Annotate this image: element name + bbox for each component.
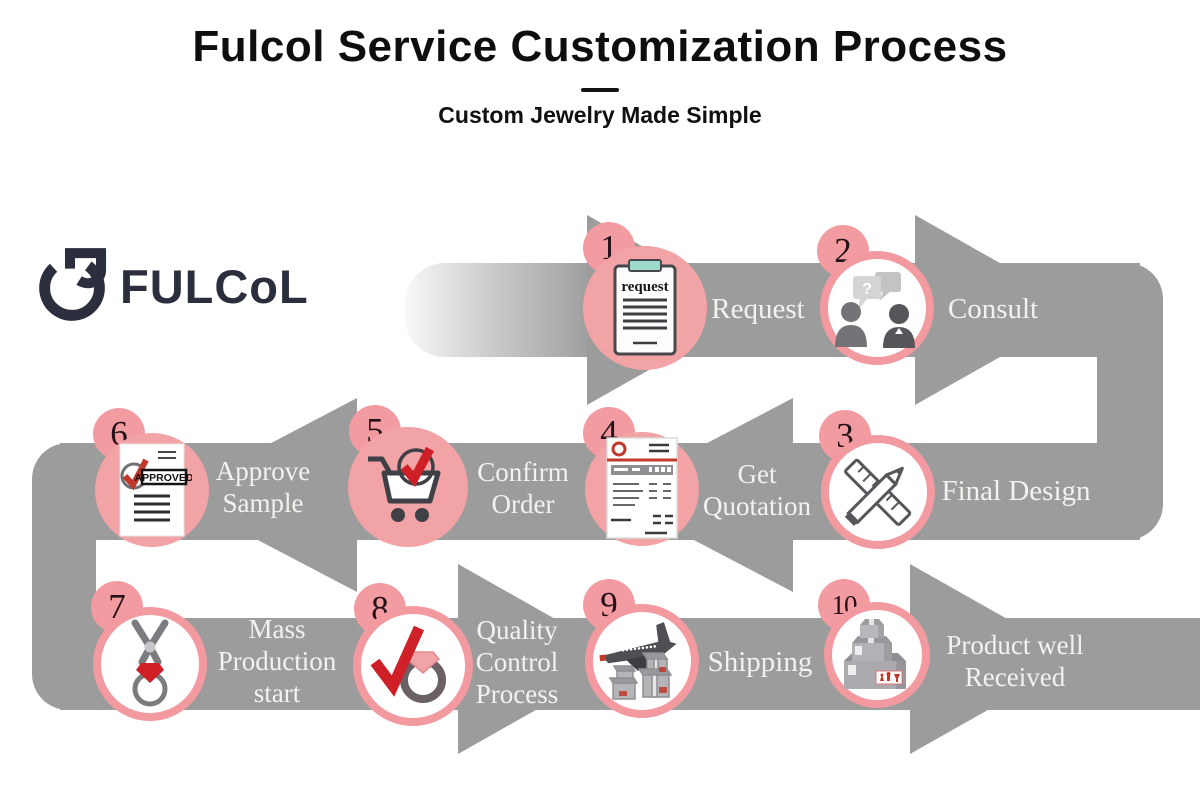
step-circle xyxy=(93,607,207,721)
step-2: 2 ? xyxy=(817,225,934,365)
fulcol-logo: FULCoL xyxy=(28,244,309,328)
step-circle: request xyxy=(583,246,707,370)
fulcol-logo-icon xyxy=(39,248,107,321)
step-label: Confirm Order xyxy=(477,457,569,519)
step-10: 10 xyxy=(818,579,930,708)
cart-check-icon xyxy=(368,446,441,522)
step-circle xyxy=(348,427,468,547)
page-subtitle: Custom Jewelry Made Simple xyxy=(438,102,762,128)
step-label: Final Design xyxy=(941,474,1091,507)
page-title: Fulcol Service Customization Process xyxy=(192,22,1008,71)
step-label: Product well Received xyxy=(946,630,1084,692)
airplane-boxes-icon xyxy=(599,622,677,700)
step-label: Quality Control Process xyxy=(475,615,559,709)
approved-document-icon: APPROVED xyxy=(119,443,192,537)
step-label: Get Quotation xyxy=(703,459,811,521)
request-clipboard-icon: request xyxy=(613,259,677,356)
step-3: 3 xyxy=(819,410,935,549)
stacked-boxes-icon xyxy=(844,619,906,689)
step-circle xyxy=(821,435,935,549)
step-circle xyxy=(585,432,699,546)
step-label: Request xyxy=(711,292,805,325)
step-6: 6 APPROVED xyxy=(93,408,209,547)
step-1: 1 request xyxy=(583,222,707,370)
step-7: 7 xyxy=(91,581,207,721)
step-5: 5 xyxy=(348,405,468,547)
ruler-pencil-icon xyxy=(844,458,912,526)
svg-text:request: request xyxy=(621,279,668,295)
step-label: Mass Production start xyxy=(217,614,337,708)
tongs-diamond-icon xyxy=(131,619,169,707)
step-label: Consult xyxy=(947,292,1039,325)
step-label: Approve Sample xyxy=(215,456,311,518)
step-9: 9 xyxy=(583,579,699,718)
fulcol-logo-text: FULCoL xyxy=(120,259,309,313)
step-4: 4 xyxy=(583,407,699,546)
invoice-icon xyxy=(606,437,678,539)
svg-text:APPROVED: APPROVED xyxy=(135,472,192,484)
step-circle: ? xyxy=(820,251,934,365)
step-circle xyxy=(585,604,699,718)
step-8: 8 xyxy=(353,583,473,726)
step-circle xyxy=(824,602,930,708)
step-circle xyxy=(353,606,473,726)
step-label: Shipping xyxy=(707,645,813,678)
consult-people-icon: ? xyxy=(835,272,915,348)
ring-check-icon xyxy=(370,625,446,703)
step-circle: APPROVED xyxy=(95,433,209,547)
title-divider xyxy=(581,88,619,92)
svg-text:?: ? xyxy=(862,281,872,298)
